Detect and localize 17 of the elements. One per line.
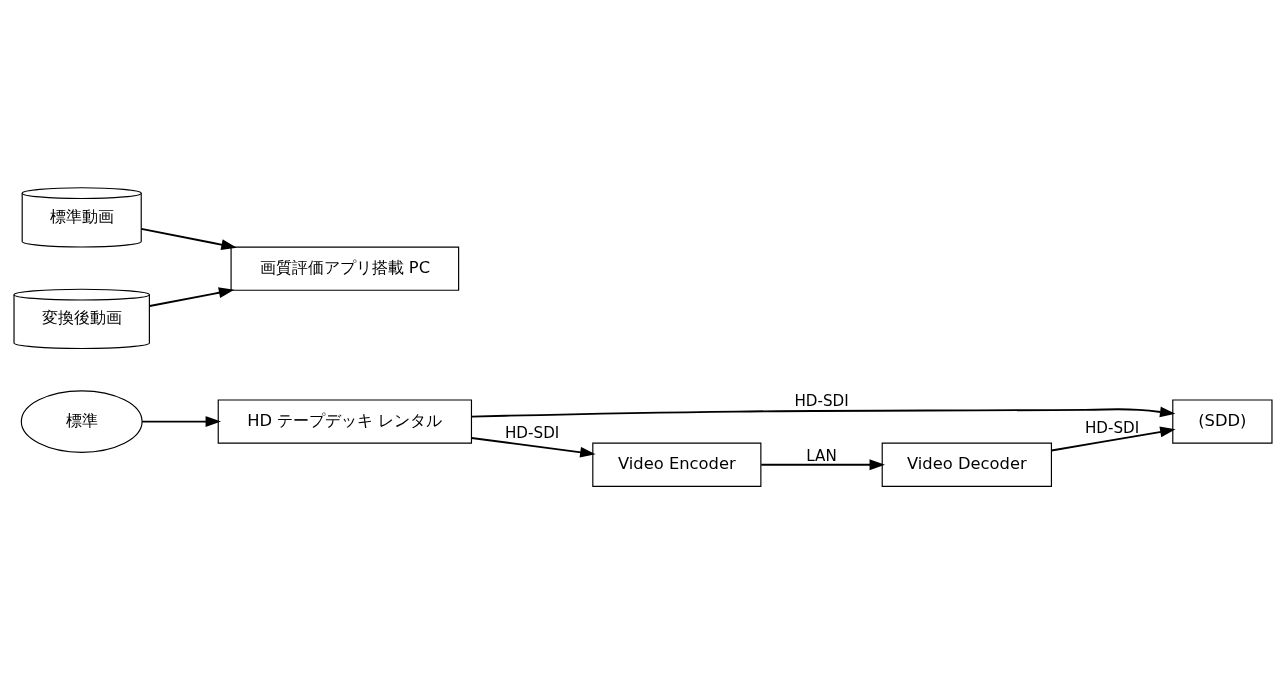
arrow <box>1050 426 1176 451</box>
arrow <box>470 406 1176 418</box>
arrow <box>470 436 596 458</box>
node-box: HD テープデッキ レンタル <box>217 398 473 444</box>
edge-label: LAN <box>806 446 837 465</box>
node-box: 画質評価アプリ搭載 PC <box>230 246 460 291</box>
node-ellipse: 標準 <box>20 389 143 453</box>
node-box: Video Encoder <box>592 442 762 487</box>
arrow <box>140 227 237 250</box>
edge-label: HD-SDI <box>1084 418 1140 437</box>
arrow <box>760 458 885 470</box>
edge-label: HD-SDI <box>504 423 560 442</box>
arrow <box>141 415 221 427</box>
node-box: Video Decoder <box>881 442 1052 487</box>
edge-label: HD-SDI <box>794 391 849 410</box>
arrow <box>148 286 235 307</box>
node-box: (SDD) <box>1172 398 1273 444</box>
